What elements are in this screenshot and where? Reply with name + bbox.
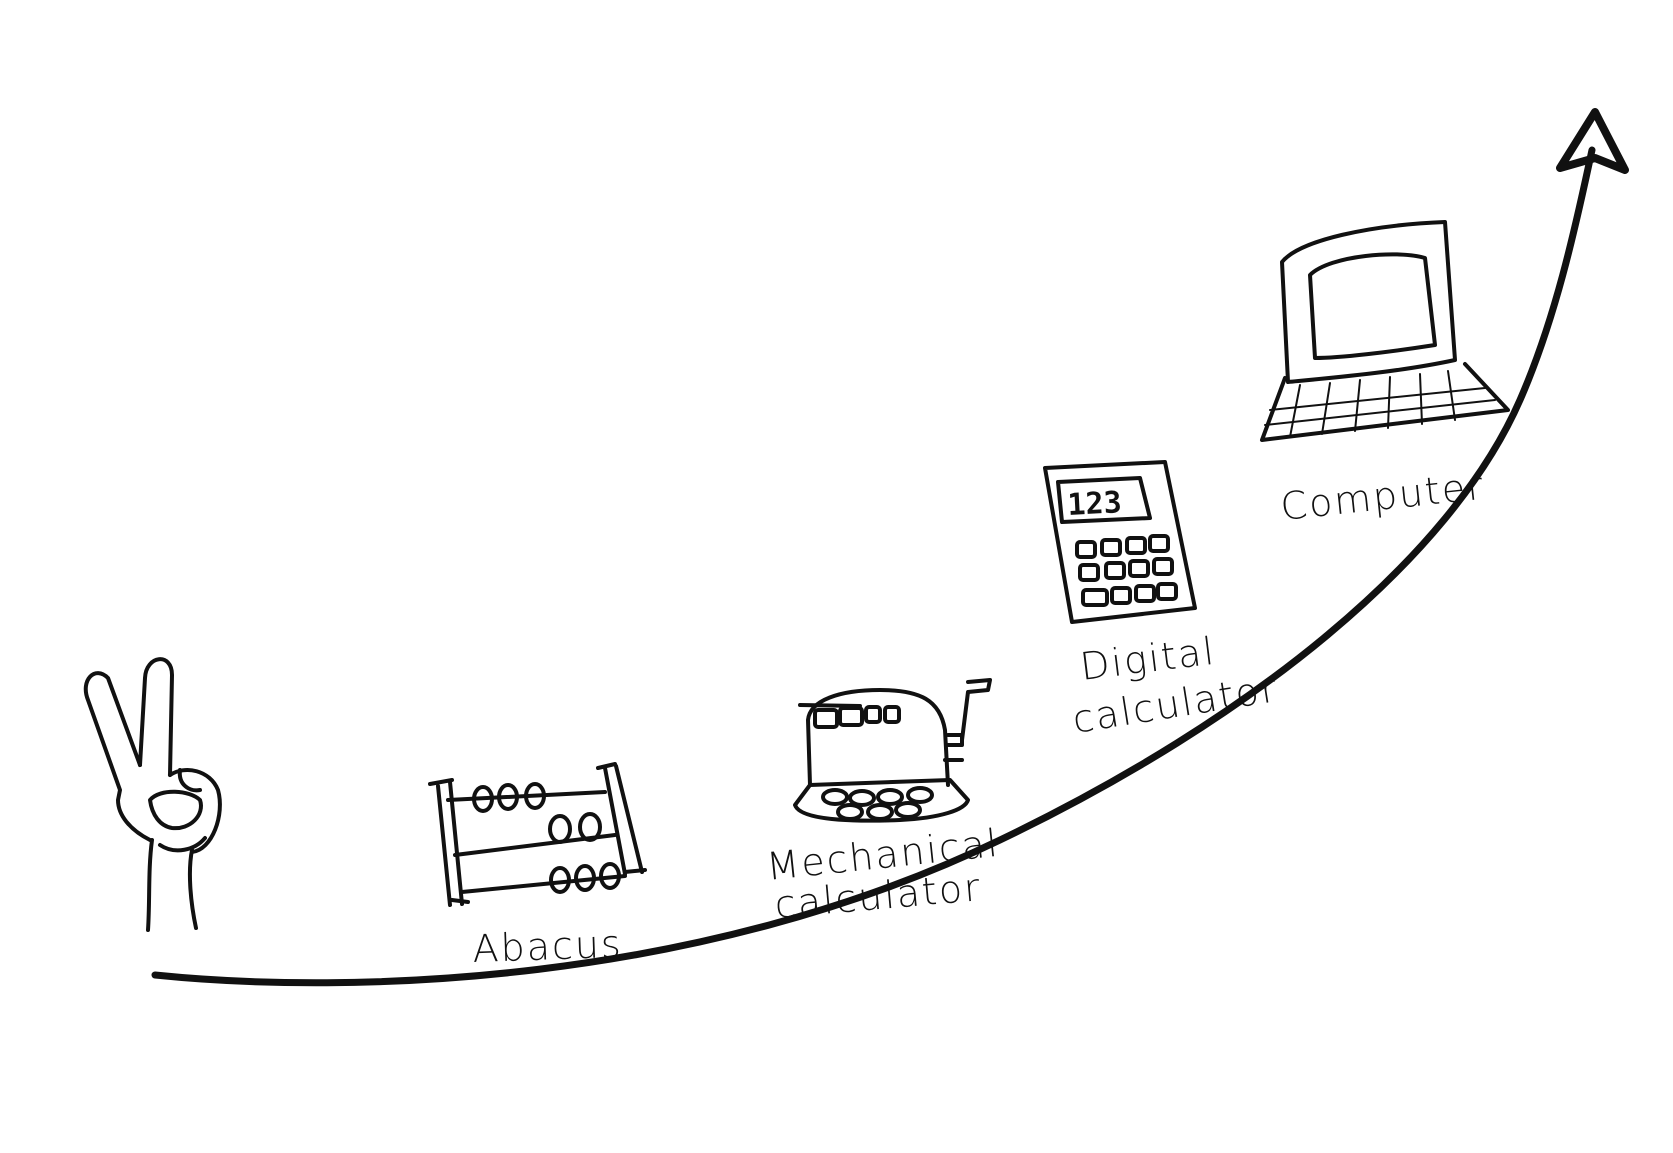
growth-curve bbox=[151, 146, 1596, 987]
abacus-icon bbox=[428, 762, 647, 907]
mechanical-calculator-icon bbox=[793, 678, 992, 823]
computer-label: Computer bbox=[1278, 464, 1486, 529]
digital-screen-digits: 123 bbox=[1067, 485, 1123, 523]
abacus-label: Abacus bbox=[472, 922, 624, 971]
digital-calculator-icon bbox=[1043, 460, 1197, 624]
computer-icon bbox=[1260, 220, 1510, 442]
hand-fingers-icon bbox=[83, 657, 222, 932]
arrow-head-icon bbox=[1556, 108, 1629, 174]
